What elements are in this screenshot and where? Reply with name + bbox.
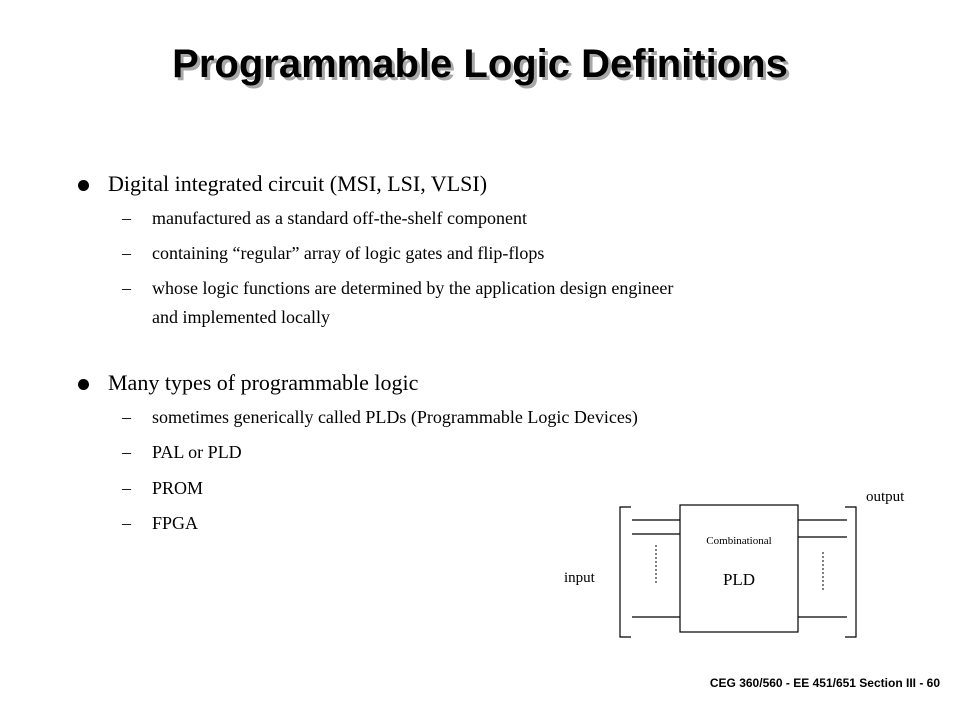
- bullet-dot-icon: [78, 180, 89, 191]
- dash-icon: –: [122, 208, 131, 228]
- dash-icon: –: [122, 278, 131, 298]
- dash-icon: –: [122, 513, 131, 533]
- sub-text: FPGA: [152, 513, 199, 533]
- bullet-text: Digital integrated circuit (MSI, LSI, VL…: [108, 171, 488, 196]
- input-label: input: [564, 570, 596, 586]
- pld-box: [679, 504, 799, 633]
- dash-icon: –: [122, 442, 131, 462]
- dash-icon: –: [122, 478, 131, 498]
- input-bracket: [619, 506, 631, 638]
- sub-text: manufactured as a standard off-the-shelf…: [152, 208, 528, 228]
- sub-text: whose logic functions are determined by …: [152, 278, 674, 298]
- pld-label: PLD: [723, 570, 755, 589]
- sub-text: containing “regular” array of logic gate…: [152, 243, 545, 263]
- dash-icon: –: [122, 407, 131, 427]
- output-bracket: [845, 506, 857, 638]
- combinational-caption: Combinational: [706, 535, 771, 547]
- output-label: output: [866, 489, 905, 505]
- sub-text: PROM: [152, 478, 204, 498]
- bullet-text: Many types of programmable logic: [108, 370, 419, 395]
- bullet-dot-icon: [78, 379, 89, 390]
- slide-footer: CEG 360/560 - EE 451/651 Section III - 6…: [709, 676, 940, 690]
- sub-text: PAL or PLD: [152, 442, 242, 462]
- dash-icon: –: [122, 243, 131, 263]
- sub-text: sometimes generically called PLDs (Progr…: [152, 407, 638, 427]
- slide-title: Programmable Logic Definitions: [172, 42, 788, 86]
- sub-text: and implemented locally: [152, 307, 330, 327]
